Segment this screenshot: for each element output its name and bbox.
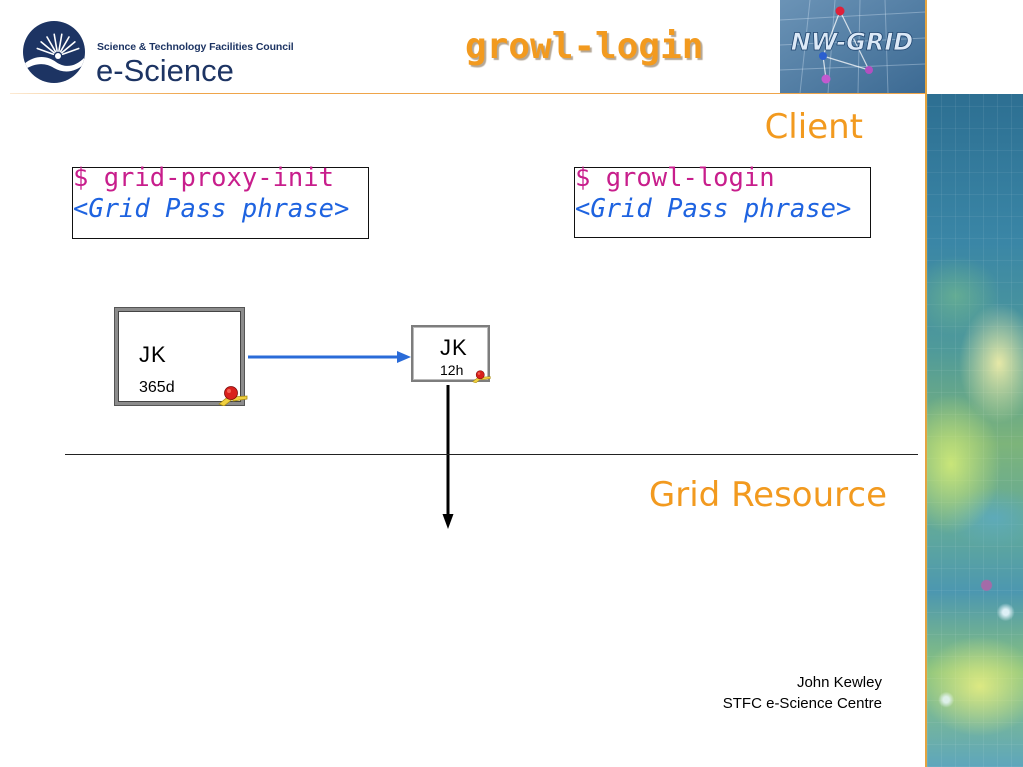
long-lived-certificate: JK 365d [115,308,248,406]
right-arrow-icon [248,351,411,363]
certificate-owner: JK [139,342,167,367]
certificate-lifetime: 365d [139,379,175,396]
command-box-growl-login: $ growl-login <Grid Pass phrase> [574,163,871,238]
nw-grid-logo-text: NW-GRID [791,28,913,56]
brand-name: e-Science [96,53,234,88]
down-arrow-icon [442,385,454,529]
stfc-logo-icon [23,21,85,83]
organisation-name: Science & Technology Facilities Council [97,41,294,53]
certificate-lifetime: 12h [440,362,464,378]
footer-organisation: STFC e-Science Centre [722,695,882,712]
side-divider [925,0,927,767]
certificate-seal-icon [472,370,491,383]
decorative-side-image [927,94,1023,767]
certificate-seal-icon [218,386,248,406]
client-label: Client [764,107,863,147]
grid-resource-label: Grid Resource [648,475,887,515]
passphrase-prompt: <Grid Pass phrase> [575,194,852,224]
command-box-grid-proxy-init: $ grid-proxy-init <Grid Pass phrase> [72,163,369,239]
header-divider [10,93,926,94]
command-text: $ grid-proxy-init [73,163,334,193]
slide-title: growl-login [465,26,704,67]
nw-grid-logo-icon: NW-GRID [780,0,925,93]
proxy-certificate: JK 12h [411,325,491,383]
passphrase-prompt: <Grid Pass phrase> [73,194,350,224]
certificate-owner: JK [440,335,468,360]
footer-author: John Kewley [796,674,882,691]
command-text: $ growl-login [575,163,775,193]
